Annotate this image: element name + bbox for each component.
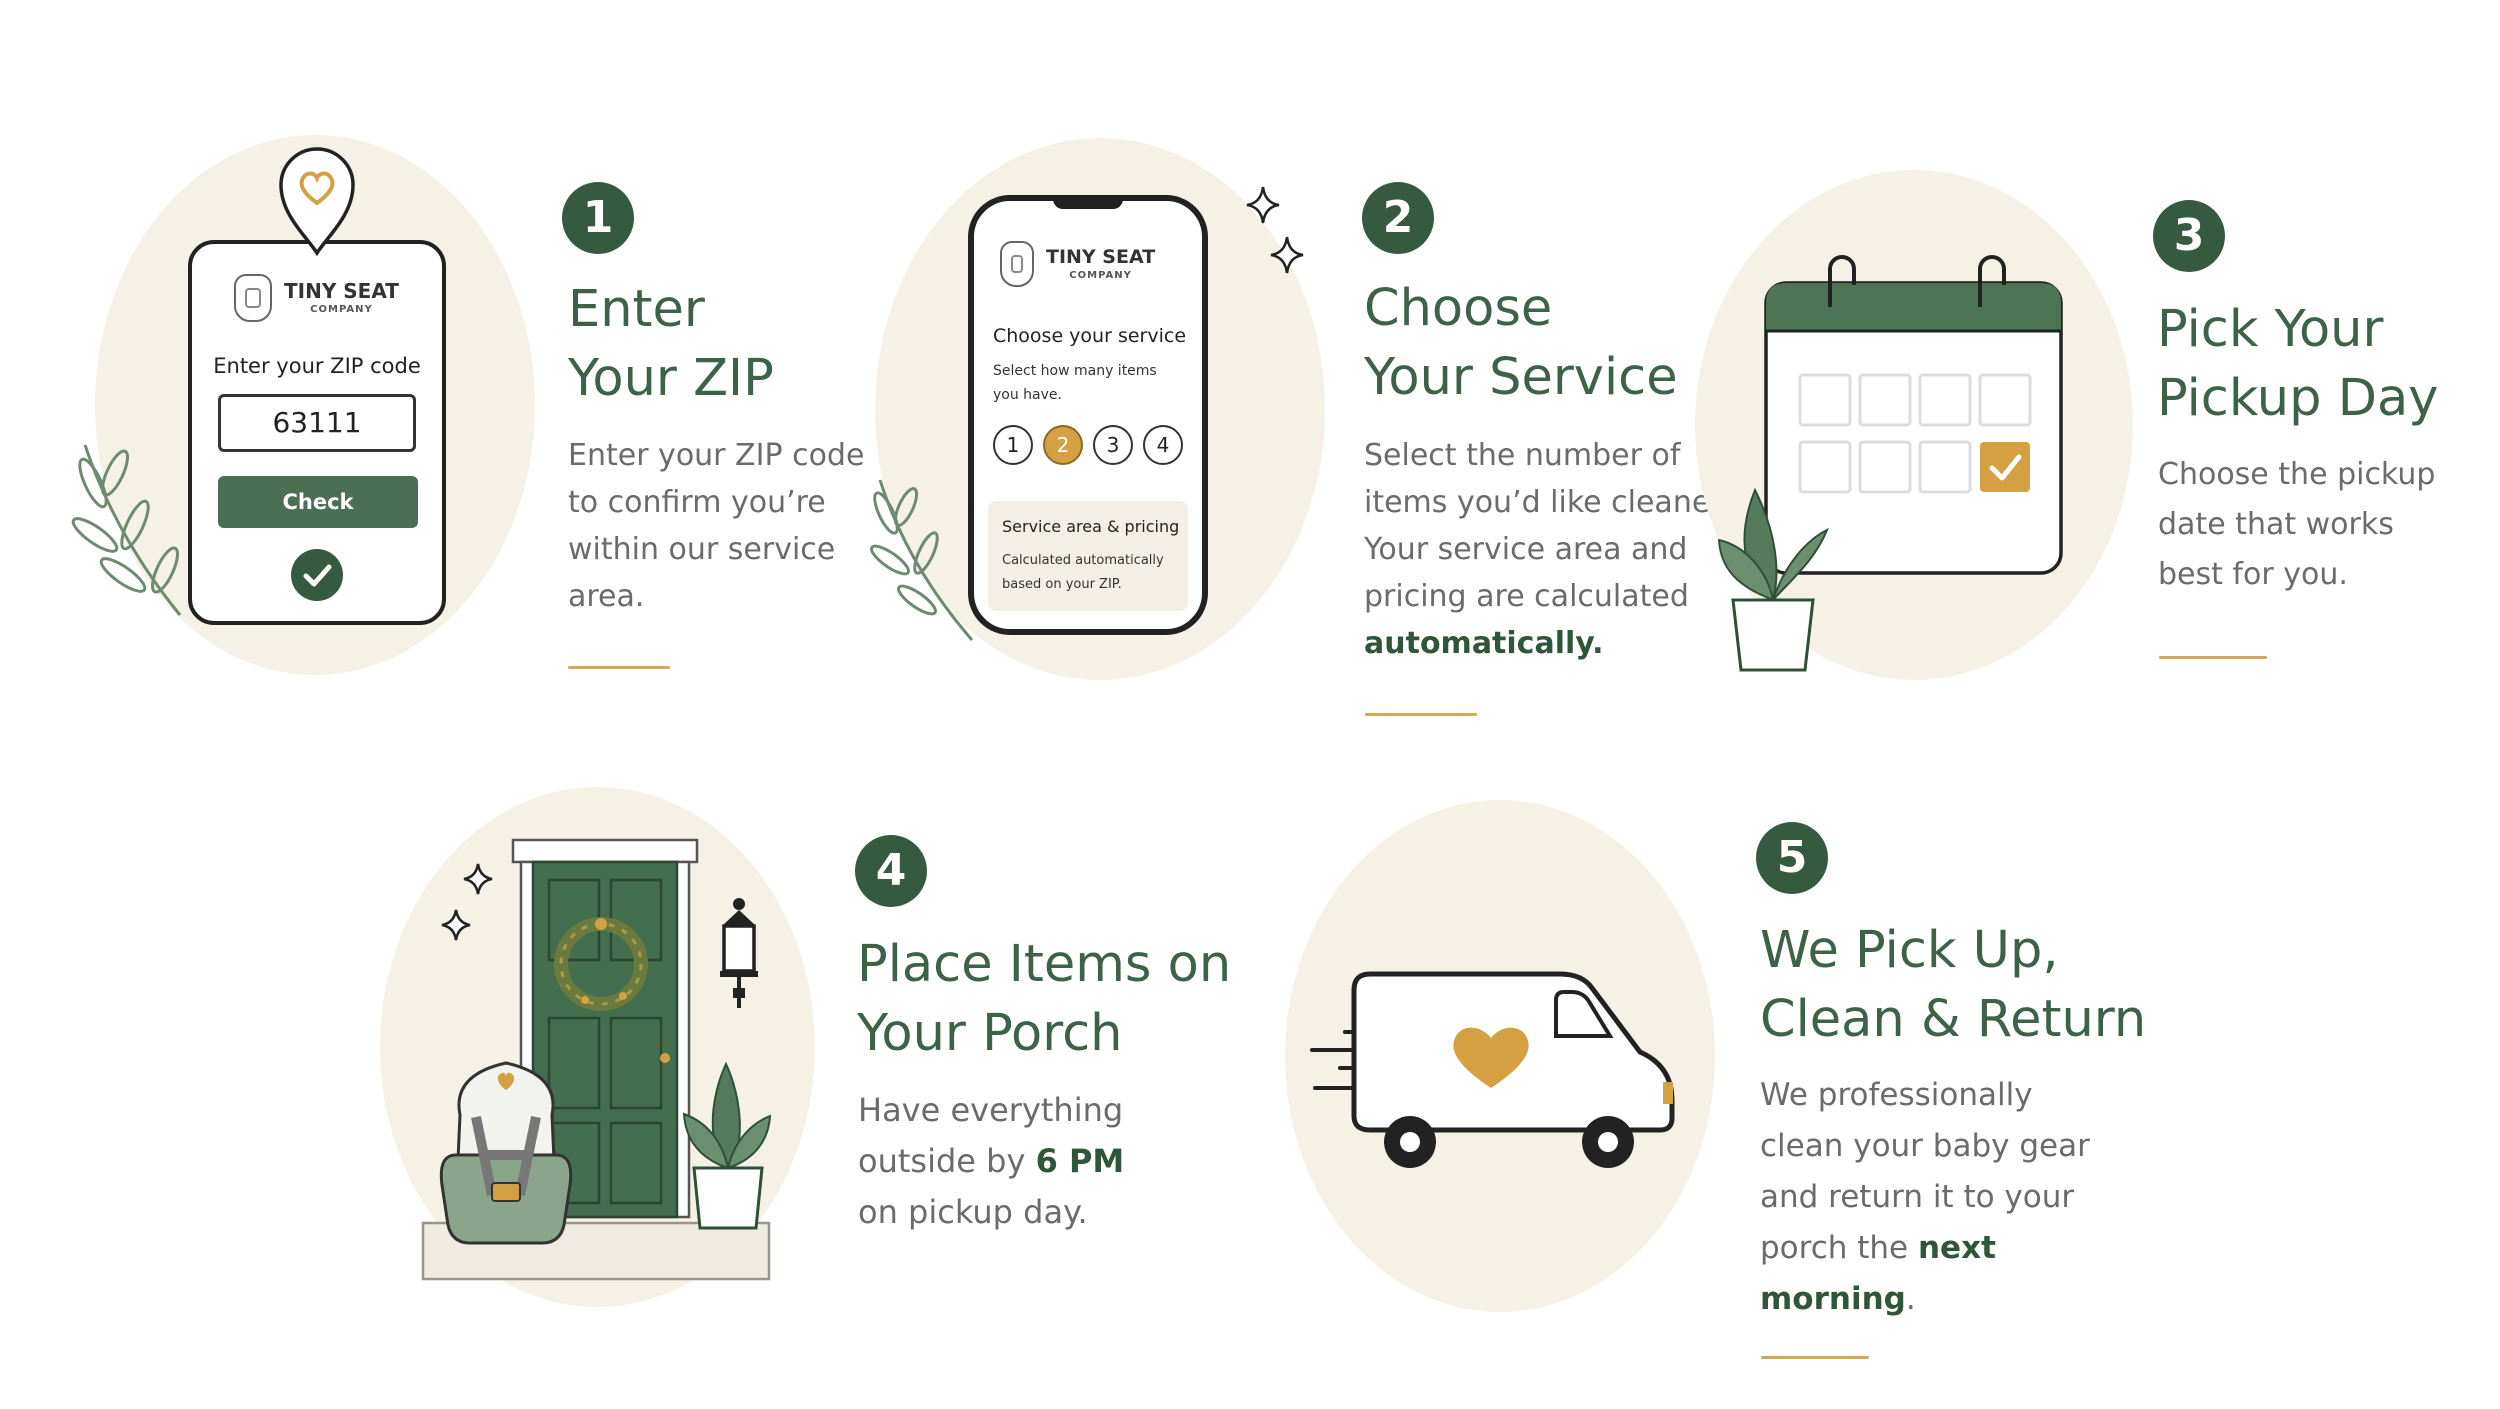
brand-sub: COMPANY — [1069, 269, 1132, 281]
map-pin-heart-icon — [279, 147, 355, 257]
service-info-title: Service area & pricing — [1002, 517, 1180, 536]
check-availability-button[interactable]: Check Availability — [218, 476, 418, 566]
step-title: Pick Your Pickup Day — [2157, 300, 2439, 428]
car-seat-icon — [439, 1061, 573, 1245]
option-1[interactable]: 1 — [993, 425, 1033, 465]
step-number-badge: 1 — [562, 182, 634, 254]
step-description: Choose the pickup date that works best f… — [2158, 457, 2436, 592]
seat-logo-icon — [234, 274, 272, 322]
zip-prompt: Enter your ZIP code — [213, 354, 421, 378]
leaf-sprig-icon — [870, 479, 974, 641]
zip-input[interactable]: 63111 — [218, 394, 416, 452]
accent-rule — [1365, 713, 1477, 716]
sparkle-icon — [441, 863, 493, 941]
step-description: Select the number of items you’d like cl… — [1364, 438, 1739, 661]
delivery-van-icon — [1310, 971, 1675, 1168]
service-subtext: Select how many items you have. — [993, 363, 1157, 403]
checked-date-icon — [1980, 442, 2030, 492]
accent-rule — [568, 666, 670, 669]
option-2-selected[interactable]: 2 — [1043, 425, 1083, 465]
seat-logo-icon — [1000, 241, 1034, 287]
potted-plant-icon — [682, 1061, 772, 1230]
brand-name: TINY SEAT — [1046, 245, 1156, 268]
step-description: We professionally clean your baby gear a… — [1760, 1077, 2090, 1317]
service-info-box: Service area & pricing Calculated automa… — [988, 501, 1188, 611]
zip-card: TINY SEAT COMPANY Enter your ZIP code 63… — [188, 240, 446, 625]
phone-mockup: TINY SEAT COMPANY Choose your service Se… — [968, 195, 1208, 635]
heart-icon — [1453, 1027, 1529, 1088]
phone-notch — [1053, 195, 1123, 209]
brand-sub: COMPANY — [310, 304, 373, 315]
brand-name: TINY SEAT — [284, 279, 399, 303]
step-number-badge: 5 — [1756, 822, 1828, 894]
service-heading: Choose your service — [993, 325, 1187, 347]
step-title: Place Items on Your Porch — [857, 935, 1232, 1063]
step-description: Have everything outside by 6 PM on picku… — [858, 1091, 1125, 1231]
step-title: Enter Your ZIP — [568, 280, 774, 408]
potted-plant-icon — [1717, 487, 1829, 672]
step-number-badge: 4 — [855, 835, 927, 907]
step-number-badge: 2 — [1362, 182, 1434, 254]
step-title: We Pick Up, Clean & Return — [1760, 921, 2147, 1049]
brand-logo: TINY SEAT COMPANY — [1000, 241, 1155, 287]
step-number-badge: 3 — [2153, 200, 2225, 272]
service-info-text: Calculated automatically based on your Z… — [1002, 553, 1164, 592]
porch-step — [421, 1221, 771, 1281]
brand-logo: TINY SEAT COMPANY — [234, 274, 399, 322]
option-4[interactable]: 4 — [1143, 425, 1183, 465]
leaf-sprig-icon — [71, 444, 182, 616]
calendar-icon — [1764, 255, 2063, 575]
lantern-icon — [720, 898, 758, 1008]
sparkle-icon — [1246, 186, 1304, 274]
accent-rule — [1761, 1356, 1869, 1359]
step-description: Enter your ZIP code to confirm you’re wi… — [568, 438, 865, 614]
option-3[interactable]: 3 — [1093, 425, 1133, 465]
check-circle-icon — [291, 549, 343, 601]
accent-rule — [2159, 656, 2267, 659]
step-title: Choose Your Service — [1364, 279, 1678, 407]
